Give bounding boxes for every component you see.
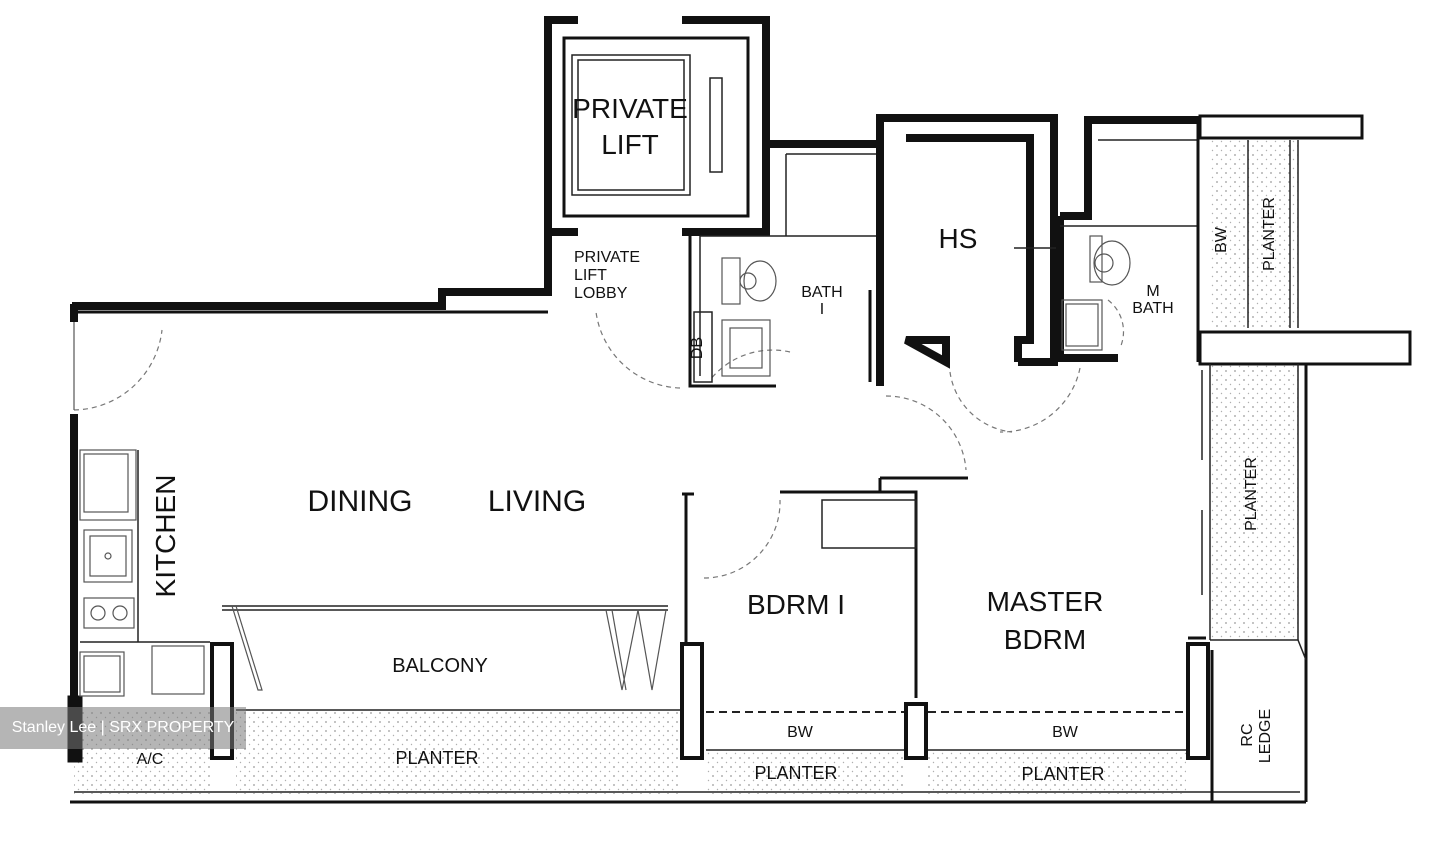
private-lift-label-line2: LIFT [601,129,659,160]
bw-master-label: BW [1052,724,1079,741]
kitchen-label: KITCHEN [150,475,181,598]
aircon-ledge-label: A/C [137,751,164,768]
planter-areas [74,140,1298,794]
bath1-label-line2: I [820,301,824,318]
lift-lobby-label-line2: LIFT [574,267,607,284]
hs-label: HS [939,223,978,254]
db-label: DB [689,337,706,359]
balcony-label: BALCONY [392,655,488,677]
bw-bdrm1-label: BW [787,724,814,741]
watermark-text: Stanley Lee | SRX PROPERTY [11,719,235,736]
planter-right-label: PLANTER [1243,457,1260,531]
living-label: LIVING [488,485,586,518]
door-swings [73,299,1125,579]
bedroom1-label: BDRM I [747,589,845,620]
room-labels: PRIVATE LIFT PRIVATE LIFT LOBBY BATH I H… [137,93,1278,784]
planter-bdrm1-label: PLANTER [754,763,837,783]
planter-top-right-label: PLANTER [1261,197,1278,271]
rc-ledge-label-line2: LEDGE [1257,709,1274,763]
bw-top-label: BW [1213,226,1230,253]
bath1-label-line1: BATH [801,284,842,301]
master-bedroom-label-line1: MASTER [987,586,1104,617]
master-bedroom-label-line2: BDRM [1004,624,1086,655]
private-lift-label-line1: PRIVATE [572,93,688,124]
lift-lobby-label-line3: LOBBY [574,285,628,302]
lift-lobby-label-line1: PRIVATE [574,249,640,266]
walls [70,16,1412,804]
rc-ledge-label-line1: RC [1239,723,1256,746]
watermark-banner: Stanley Lee | SRX PROPERTY [0,707,246,749]
dining-label: DINING [308,485,413,518]
fixtures [79,235,1131,697]
planter-bottom-left-label: PLANTER [395,748,478,768]
master-bath-label-line2: BATH [1132,300,1173,317]
planter-master-label: PLANTER [1021,764,1104,784]
master-bath-label-line1: M [1146,283,1159,300]
